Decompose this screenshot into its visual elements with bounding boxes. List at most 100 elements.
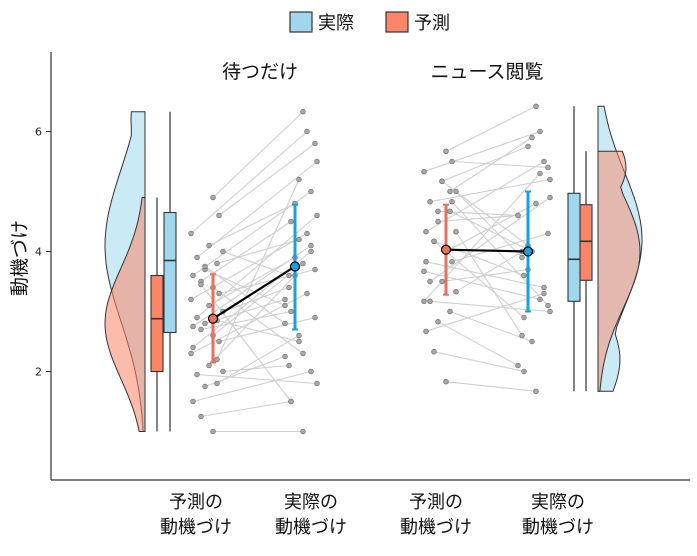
data-point-predicted xyxy=(435,208,441,215)
pair-line xyxy=(429,178,551,203)
x-tick-label: 予測の xyxy=(169,492,223,513)
legend-label-actual: 実際 xyxy=(318,13,354,34)
pair-line xyxy=(451,201,549,306)
data-point-predicted xyxy=(190,344,196,351)
data-point-actual xyxy=(521,314,527,321)
pair-line xyxy=(190,293,308,354)
data-point-actual xyxy=(282,353,288,360)
mean-line xyxy=(212,265,296,320)
y-tick-label: 6 xyxy=(35,126,42,139)
data-point-actual xyxy=(308,242,314,249)
data-point-actual xyxy=(296,236,302,243)
pair-line xyxy=(423,270,541,301)
x-tick-label: 動機づけ xyxy=(160,517,232,538)
pair-line xyxy=(204,266,286,324)
pair-line xyxy=(208,275,296,366)
data-point-predicted xyxy=(214,356,220,363)
panel-title-news: ニュース閲覧 xyxy=(430,61,543,83)
data-point-predicted xyxy=(453,229,459,235)
data-point-actual xyxy=(545,230,551,237)
data-point-predicted xyxy=(194,254,200,261)
pair-line xyxy=(445,105,537,152)
x-tick-labels: 予測の 動機づけ 実際の 動機づけ 予測の 動機づけ 実際の 動機づけ xyxy=(160,492,594,538)
boxplot-predicted-box xyxy=(579,204,593,281)
pair-line xyxy=(200,221,292,282)
data-point-actual xyxy=(314,158,320,165)
data-point-actual xyxy=(312,314,318,321)
mean-line xyxy=(445,248,529,253)
data-point-actual xyxy=(521,272,527,279)
data-point-predicted xyxy=(198,281,204,288)
y-axis-label: 動機づけ xyxy=(9,220,31,296)
pair-line xyxy=(455,191,523,258)
mean-point-predicted xyxy=(207,313,219,324)
data-point-actual xyxy=(308,368,314,375)
pair-line xyxy=(218,143,316,216)
data-point-actual xyxy=(296,176,302,183)
pair-line xyxy=(192,370,312,403)
pair-line xyxy=(200,400,292,418)
data-point-predicted xyxy=(421,268,427,274)
data-point-predicted xyxy=(202,263,208,270)
data-point-predicted xyxy=(447,188,453,195)
data-point-predicted xyxy=(220,368,226,375)
legend-swatch-actual xyxy=(289,11,313,33)
data-point-actual xyxy=(529,134,535,141)
plot-area xyxy=(104,103,643,435)
boxplot-predicted-box xyxy=(150,274,164,373)
data-point-actual xyxy=(519,254,525,261)
data-point-actual xyxy=(547,176,553,183)
x-tick-label: 実際の xyxy=(531,492,585,513)
data-point-predicted xyxy=(443,148,449,155)
data-point-predicted xyxy=(423,259,429,265)
violin-predicted xyxy=(597,150,641,392)
data-point-actual xyxy=(541,290,547,297)
data-point-predicted xyxy=(449,158,455,165)
data-point-predicted xyxy=(435,218,441,225)
data-point-actual xyxy=(286,284,292,291)
data-point-actual xyxy=(304,290,310,297)
pair-line xyxy=(429,197,551,282)
data-point-actual xyxy=(296,332,302,339)
pair-line xyxy=(449,210,533,252)
data-point-actual xyxy=(515,362,521,369)
data-point-actual xyxy=(541,158,547,165)
data-point-actual xyxy=(282,296,288,303)
data-point-predicted xyxy=(190,272,196,279)
data-point-actual xyxy=(296,338,302,345)
data-point-predicted xyxy=(206,302,212,309)
pair-line xyxy=(451,160,549,169)
pair-line xyxy=(200,310,292,331)
data-point-actual xyxy=(515,212,521,219)
pair-line xyxy=(200,284,292,402)
data-point-predicted xyxy=(198,413,204,420)
pair-line xyxy=(449,310,533,343)
legend: 実際 予測 xyxy=(289,11,450,34)
data-point-actual xyxy=(304,230,310,237)
data-point-predicted xyxy=(216,338,222,345)
data-point-predicted xyxy=(214,260,220,267)
data-point-actual xyxy=(314,380,320,387)
pair-line xyxy=(218,268,316,295)
data-point-predicted xyxy=(427,199,433,205)
data-point-actual xyxy=(547,194,553,201)
data-point-predicted xyxy=(188,296,194,303)
pair-line xyxy=(196,373,318,385)
data-point-actual xyxy=(537,296,543,303)
data-point-actual xyxy=(304,128,310,135)
pair-line xyxy=(212,287,304,354)
data-point-predicted xyxy=(194,314,200,321)
x-tick-label: 動機づけ xyxy=(275,517,347,538)
data-point-predicted xyxy=(216,290,222,297)
data-point-predicted xyxy=(421,169,427,175)
data-point-actual xyxy=(286,362,292,369)
data-point-predicted xyxy=(439,178,445,185)
pair-line xyxy=(222,286,290,313)
y-tick-label: 4 xyxy=(35,246,42,259)
pair-line xyxy=(208,203,296,246)
data-point-predicted xyxy=(423,229,429,235)
pair-line xyxy=(190,131,308,234)
data-point-actual xyxy=(537,170,543,177)
data-point-predicted xyxy=(206,362,212,369)
data-point-actual xyxy=(300,108,306,115)
